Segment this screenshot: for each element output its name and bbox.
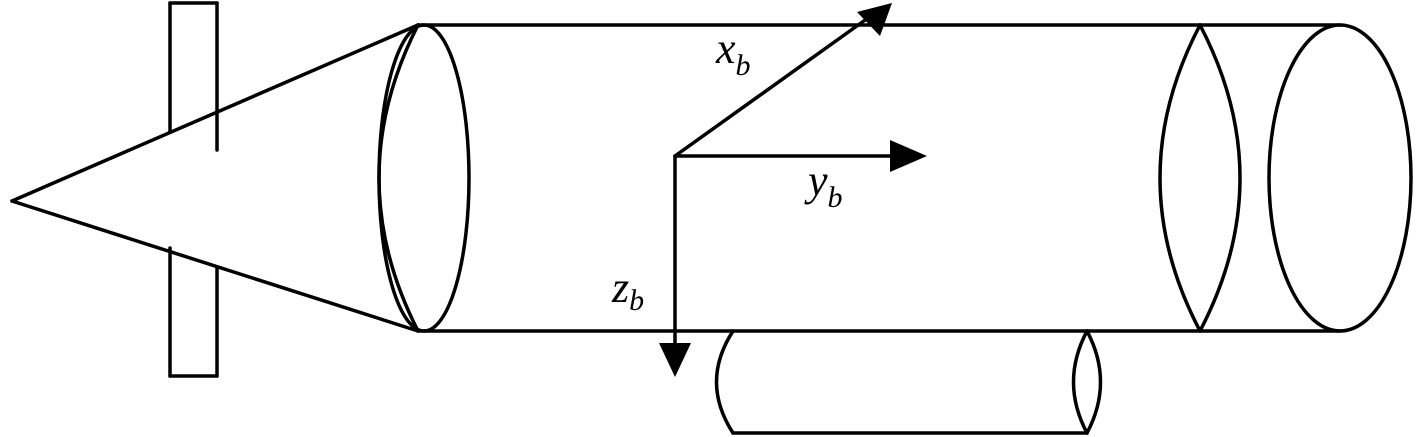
fin-plate (168, 1, 219, 378)
x-axis-line (673, 16, 870, 158)
z-axis-arrowhead (659, 343, 691, 377)
z-axis-label: zb (611, 263, 644, 317)
lower-cylinder (714, 329, 1103, 435)
y-axis-arrowhead (890, 140, 927, 172)
x-axis-label: xb (715, 24, 751, 82)
coordinate-axes (659, 3, 927, 377)
y-axis-label: yb (804, 156, 843, 214)
x-axis-arrowhead (857, 3, 892, 36)
main-cylinder (377, 23, 1413, 333)
nose-cone (10, 23, 420, 333)
